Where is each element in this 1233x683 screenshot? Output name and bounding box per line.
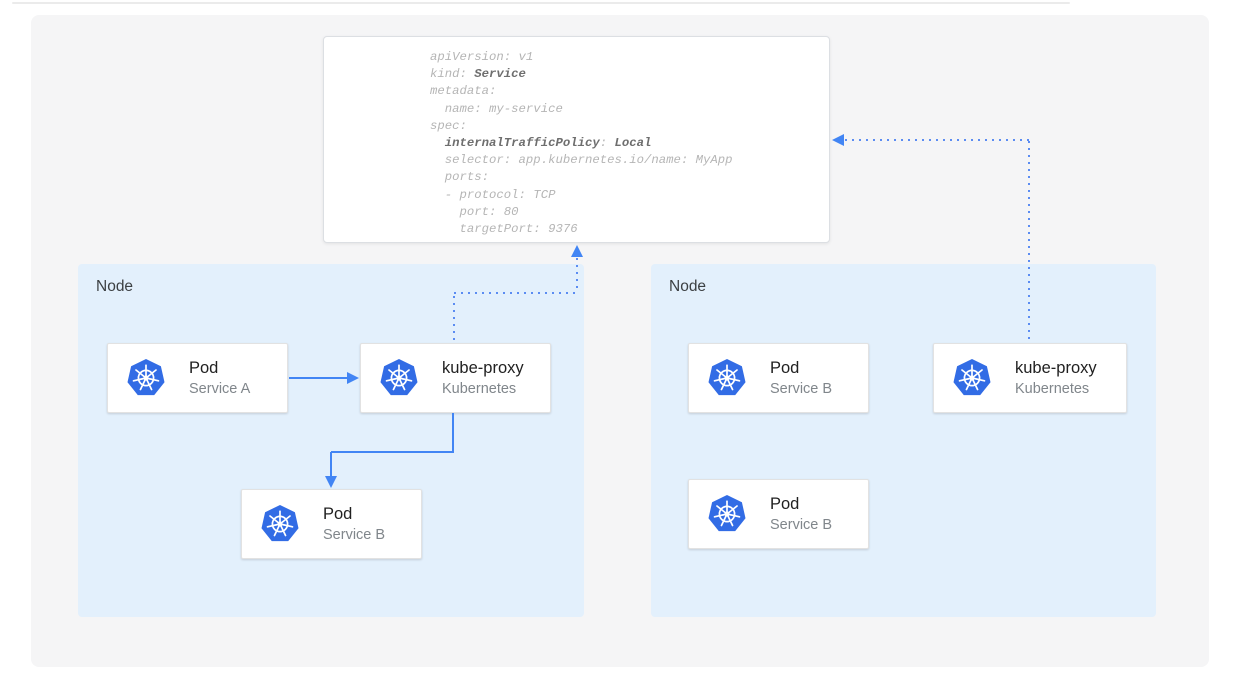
yaml-line: kind: Service: [430, 67, 526, 82]
card-title: kube-proxy: [442, 358, 524, 377]
card-kube-proxy-right: kube-proxy Kubernetes: [933, 343, 1127, 413]
kubernetes-logo-icon: [126, 358, 166, 396]
yaml-line: metadata:: [430, 84, 497, 99]
kubernetes-logo-icon: [707, 358, 747, 396]
arrowhead-left-icon: [832, 134, 844, 146]
card-kube-proxy-left: kube-proxy Kubernetes: [360, 343, 551, 413]
kubernetes-logo-icon: [260, 504, 300, 542]
node-label: Node: [96, 278, 134, 295]
diagram-canvas: apiVersion: v1 kind: Service metadata: n…: [31, 15, 1209, 667]
arrow-pod-to-kubeproxy: [289, 377, 349, 379]
yaml-line: apiVersion: v1: [430, 50, 534, 64]
yaml-line: port: 80: [430, 204, 519, 219]
card-pod-service-a: Pod Service A: [107, 343, 288, 413]
dotted-link-left-kubeproxy-segment: [453, 296, 455, 343]
card-pod-service-b-right-bottom: Pod Service B: [688, 479, 869, 549]
kubernetes-logo-icon: [379, 358, 419, 396]
card-title: Pod: [189, 358, 219, 377]
kubernetes-logo-icon: [707, 494, 747, 532]
card-subtitle: Service A: [189, 380, 251, 397]
node-box-right: Node: [651, 264, 1156, 617]
arrowhead-down-icon: [325, 476, 337, 488]
yaml-line: - protocol: TCP: [430, 187, 556, 202]
card-pod-service-b-right-top: Pod Service B: [688, 343, 869, 413]
arrow-kubeproxy-to-podb-segment: [331, 451, 454, 453]
card-title: Pod: [323, 504, 353, 523]
yaml-line: ports:: [430, 170, 490, 185]
kubernetes-logo-icon: [952, 358, 992, 396]
service-yaml-card: apiVersion: v1 kind: Service metadata: n…: [323, 36, 830, 243]
yaml-line: targetPort: 9376: [430, 222, 578, 237]
card-subtitle: Kubernetes: [1015, 380, 1090, 397]
dotted-link-left-kubeproxy-segment: [454, 292, 578, 294]
arrowhead-up-icon: [571, 245, 583, 257]
yaml-line: internalTrafficPolicy: Local: [444, 136, 652, 151]
card-pod-service-b-left: Pod Service B: [241, 489, 422, 559]
dotted-link-right-kubeproxy-segment: [845, 139, 1029, 141]
arrow-kubeproxy-to-podb-segment: [452, 413, 454, 453]
node-label: Node: [669, 278, 707, 295]
arrowhead-right-icon: [347, 372, 359, 384]
dotted-link-left-kubeproxy-segment: [576, 258, 578, 292]
card-subtitle: Service B: [323, 526, 386, 543]
card-subtitle: Service B: [770, 380, 833, 397]
arrow-kubeproxy-to-podb-segment: [330, 452, 332, 478]
node-box-left: Node: [78, 264, 584, 617]
yaml-line: name: my-service: [430, 101, 563, 116]
yaml-line: spec:: [430, 118, 467, 133]
card-title: Pod: [770, 358, 800, 377]
dotted-link-right-kubeproxy-segment: [1028, 141, 1030, 342]
yaml-line: selector: app.kubernetes.io/name: MyApp: [430, 153, 733, 168]
card-subtitle: Service B: [770, 516, 833, 533]
card-subtitle: Kubernetes: [442, 380, 517, 397]
top-divider: [12, 2, 1070, 4]
card-title: Pod: [770, 494, 800, 513]
card-title: kube-proxy: [1015, 358, 1097, 377]
